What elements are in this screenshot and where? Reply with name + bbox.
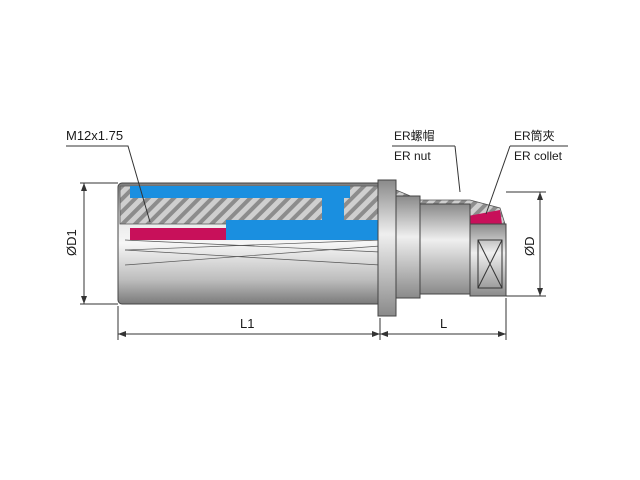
flange [377,179,421,317]
dimension-l: L [380,298,507,340]
er-nut [419,203,507,297]
l1-label: L1 [240,316,254,331]
dimension-d: ØD [506,191,546,297]
thread-callout: M12x1.75 [66,128,151,223]
d1-label: ØD1 [64,229,79,256]
er-nut-cn-label: ER螺帽 [394,128,435,143]
dimension-d1: ØD1 [64,182,118,305]
er-collet-en-label: ER collet [514,149,563,163]
er-nut-en-label: ER nut [394,149,431,163]
er-collet-cn-label: ER筒夾 [514,128,555,143]
er-collet-callout: ER筒夾 ER collet [485,128,568,215]
l-label: L [440,316,447,331]
thread-label: M12x1.75 [66,128,123,143]
dimension-l1: L1 [117,306,381,340]
er-nut-callout: ER螺帽 ER nut [392,128,461,193]
d-label: ØD [522,237,537,257]
